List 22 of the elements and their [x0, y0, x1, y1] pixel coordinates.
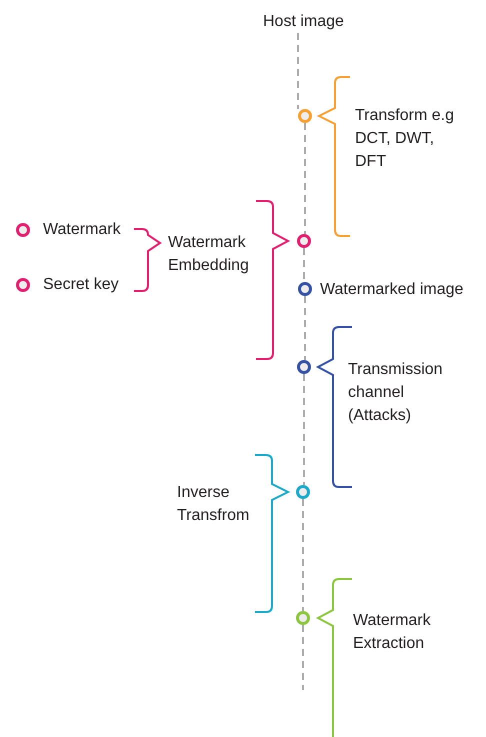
label-text: Watermarked image	[320, 280, 464, 300]
circle-marker	[296, 485, 310, 499]
dashed-line	[303, 374, 305, 485]
dashed-line	[302, 625, 304, 690]
label-text: Secret key	[43, 275, 119, 295]
label-text: Watermark	[43, 220, 121, 240]
circle-marker	[298, 282, 312, 296]
circle-marker	[297, 360, 311, 374]
dashed-line	[303, 248, 305, 282]
dashed-line	[302, 499, 304, 611]
axis-title: Host image	[263, 10, 344, 33]
dashed-line	[304, 296, 306, 360]
dashed-line	[304, 123, 306, 234]
label-text: Watermark Extraction	[353, 611, 432, 654]
circle-marker	[296, 611, 310, 625]
label-text: Inverse Transfrom	[177, 483, 250, 526]
label-text: Transform e.g DCT, DWT, DFT	[355, 106, 455, 172]
dashed-line	[297, 33, 299, 109]
circle-marker	[298, 109, 312, 123]
circle-marker	[297, 234, 311, 248]
label-text: Watermark Embedding	[168, 233, 250, 276]
label-text: Transmission channel (Attacks)	[348, 360, 444, 426]
